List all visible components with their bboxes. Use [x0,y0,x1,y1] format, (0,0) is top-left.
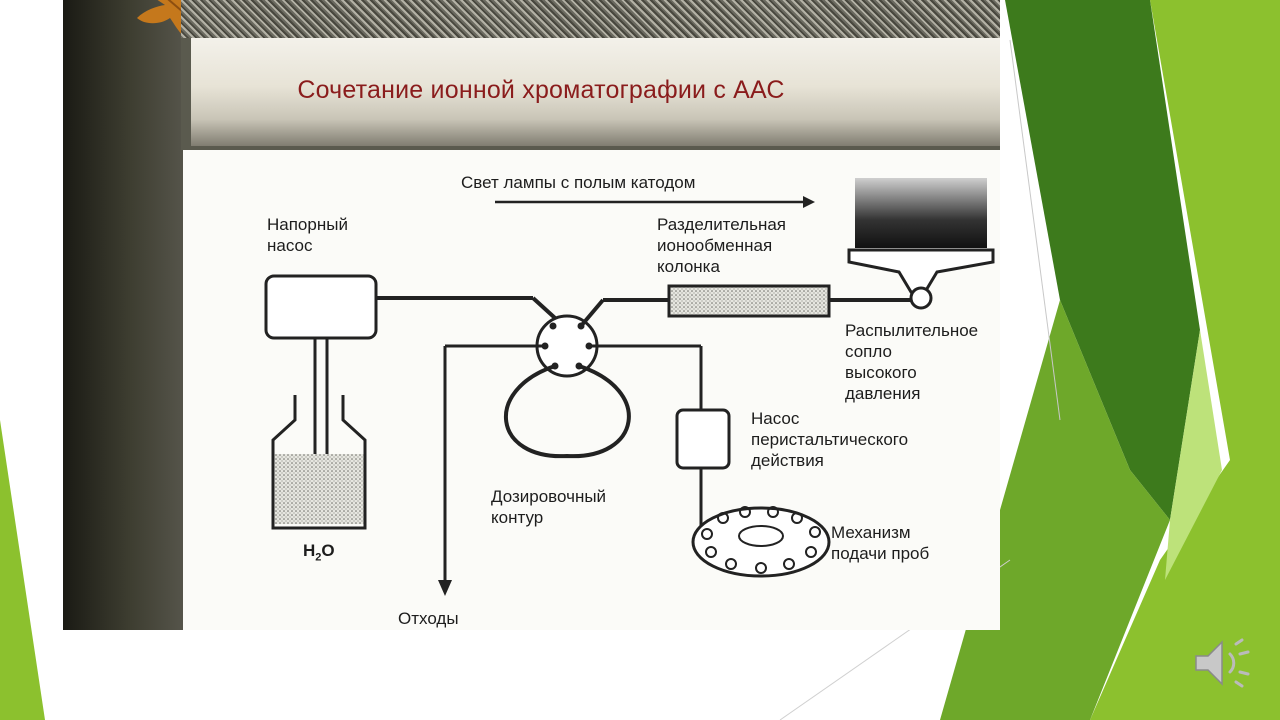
right-light-green-accent [1165,330,1222,580]
water-label-o: O [321,541,335,560]
column-label-line-3: колонка [657,257,720,276]
burner-flame [847,178,995,310]
right-dark-green-panel [1005,0,1200,520]
peristaltic-label: Насос перистальтического действия [751,408,908,471]
light-label: Свет лампы с полым катодом [461,173,696,192]
nozzle-label-line-2: сопло [845,342,892,361]
nozzle-label: Распылительное сопло высокого давления [845,320,978,404]
column-label-line-1: Разделительная [657,215,786,234]
dosing-loop [503,364,631,459]
column-label: Разделительная ионообменная колонка [657,214,786,277]
peristaltic-label-line-2: перистальтического [751,430,909,449]
dosing-loop-label-line-2: контур [491,508,544,527]
valve-link-left [531,296,557,320]
nozzle-label-line-3: высокого [845,363,917,382]
sampler-label-line-2: подачи проб [831,544,930,563]
peristaltic-label-line-1: Насос [751,409,800,428]
pressure-pump-label-line-2: насос [267,236,313,255]
nozzle-label-line-1: Распылительное [845,321,979,340]
waste-label: Отходы [398,609,459,628]
diagram: Свет лампы с полым катодом Напорный насо… [183,150,1000,630]
sampler-label: Механизм подачи проб [831,522,929,564]
sampler-label-line-1: Механизм [831,523,911,542]
water-label-h: H [303,541,316,560]
right-bright-green-panel [1090,0,1280,720]
light-arrow [495,196,815,208]
slide-title: Сочетание ионной хроматографии с ААС [297,76,785,104]
diagram-drawing [264,178,995,596]
sample-carousel [691,506,831,578]
pressure-pump-box [264,274,378,340]
pressure-pump-label-line-1: Напорный [267,215,348,234]
waste-line [438,344,545,596]
left-green-sliver [0,420,45,720]
dosing-loop-label-line-1: Дозировочный [491,487,607,506]
speaker-icon[interactable] [1192,632,1254,694]
column-label-line-2: ионообменная [657,236,773,255]
water-label: H2O [303,540,335,568]
water-bottle [271,395,367,530]
image-dark-strip [63,0,183,630]
image-title-band [191,38,1000,146]
peristaltic-label-line-3: действия [751,451,824,470]
slide-image: Сочетание ионной хроматографии с ААС [63,0,1000,630]
peristaltic-pump-box [675,408,731,470]
image-noise-band [181,0,1000,38]
water-label-sub: 2 [315,551,322,564]
separation-column [667,284,831,318]
thin-diagonal-line [1009,39,1061,421]
nozzle-label-line-4: давления [845,384,921,403]
valve-to-column-line [579,298,605,328]
dosing-loop-label: Дозировочный контур [491,486,606,528]
pressure-pump-label: Напорный насос [267,214,348,256]
